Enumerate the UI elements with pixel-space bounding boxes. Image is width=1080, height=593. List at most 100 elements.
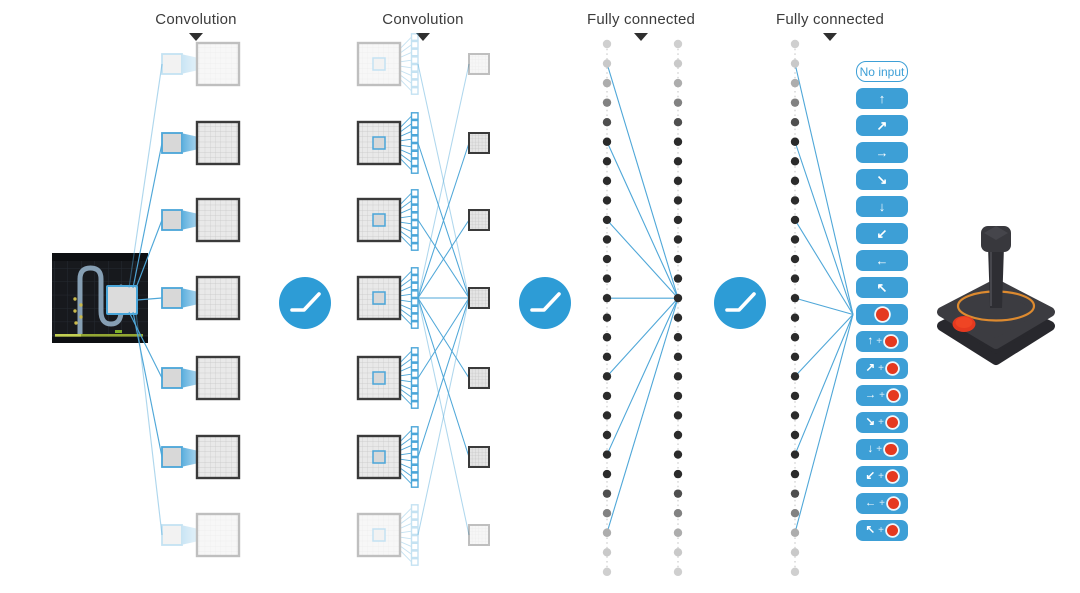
conv2-output-unit	[410, 158, 419, 167]
fc-unit-node	[673, 293, 683, 303]
conv2-output-unit	[410, 456, 419, 465]
fc-unit-node	[673, 78, 683, 88]
connection-line	[128, 311, 163, 379]
direction-arrow-icon: ↙	[876, 226, 888, 241]
conv2-output-unit	[410, 71, 419, 80]
connection-line	[606, 63, 679, 299]
conv2-output-unit	[410, 393, 419, 402]
conv2-to-output-connections	[417, 63, 470, 536]
fc-unit-node	[790, 411, 800, 420]
plus-symbol: +	[879, 497, 885, 509]
conv2-output-unit	[410, 441, 419, 450]
pooled-output-square	[468, 209, 490, 231]
connection-line	[128, 63, 163, 289]
conv2-output-unit	[410, 282, 419, 291]
conv1-row	[161, 512, 241, 558]
fc-unit-node	[602, 235, 612, 244]
conv-patch	[161, 367, 183, 389]
fc-unit-node	[673, 528, 683, 537]
conv2-output-unit	[410, 79, 419, 88]
connection-line	[794, 297, 854, 316]
connection-line	[417, 297, 470, 536]
fc-unit-node	[673, 196, 683, 205]
conv2-feature-maps	[356, 33, 419, 566]
conv2-output-unit	[410, 204, 419, 213]
conv2-output-unit	[410, 165, 419, 174]
header-arrow-icon	[634, 33, 648, 41]
plus-symbol: +	[878, 470, 884, 482]
fc-unit-node	[602, 39, 612, 49]
fc-unit-node	[790, 509, 800, 518]
fire-button-icon	[885, 443, 897, 456]
fc-unit-node	[602, 118, 612, 127]
conv2-output-unit	[410, 189, 419, 198]
conv2-output-unit	[410, 550, 419, 559]
fc-unit-node	[673, 157, 683, 166]
action-button-move: ←	[856, 250, 908, 271]
fully-connected-layers	[602, 39, 854, 577]
action-button-move: ↙	[856, 223, 908, 244]
fc-unit-node	[790, 313, 800, 322]
conv2-output-unit	[410, 385, 419, 394]
conv2-row	[356, 267, 419, 329]
connection-line	[132, 142, 163, 289]
connection-line	[132, 311, 163, 458]
header-arrow-icon	[823, 33, 837, 41]
fc-unit-node	[602, 489, 612, 498]
pooled-output-square	[468, 446, 490, 468]
relu-icon	[714, 277, 766, 329]
connection-line	[606, 297, 679, 455]
conv2-output-unit	[410, 33, 419, 41]
fc-unit-node	[673, 548, 683, 557]
conv1-row	[161, 434, 241, 480]
direction-arrow-icon: ↗	[865, 361, 876, 374]
conv2-output-unit	[410, 433, 419, 442]
conv2-output-unit	[410, 150, 419, 159]
fc-unit-node	[673, 333, 683, 342]
fc-unit-node	[602, 274, 612, 283]
connection-line	[135, 219, 163, 289]
conv-patch	[161, 446, 183, 468]
input-patch	[106, 285, 138, 315]
fc-unit-node	[602, 59, 612, 68]
fc-unit-node	[790, 176, 800, 186]
fc-unit-node	[673, 450, 683, 459]
conv-patch	[161, 287, 183, 309]
direction-arrow-icon: ↖	[865, 523, 876, 536]
fc-unit-node	[602, 333, 612, 342]
fire-button-icon	[887, 389, 900, 402]
fc-unit-node	[673, 274, 683, 283]
fc-unit-node	[673, 137, 683, 146]
fc-unit-node	[673, 509, 683, 518]
direction-arrow-icon: ↗	[876, 118, 888, 133]
conv-patch	[372, 57, 386, 71]
header-arrow-icon	[189, 33, 203, 41]
fc-unit-node	[790, 118, 800, 127]
direction-arrow-icon: ↑	[867, 334, 874, 347]
conv2-row	[356, 189, 419, 251]
connection-line	[606, 219, 679, 299]
conv2-output-unit	[410, 362, 419, 371]
conv2-output-unit	[410, 135, 419, 144]
conv2-output-unit	[410, 504, 419, 512]
plus-symbol: +	[878, 416, 884, 428]
layer-header-convolution-2: Convolution	[382, 11, 464, 28]
header-arrow-icon	[416, 33, 430, 41]
conv2-output-unit	[410, 227, 419, 236]
connection-line	[606, 141, 679, 299]
direction-arrow-icon: ↘	[876, 172, 888, 187]
conv2-output-unit	[410, 40, 419, 49]
direction-arrow-icon: ←	[864, 496, 877, 509]
conv-patch	[372, 291, 386, 305]
conv2-output-unit	[410, 534, 419, 543]
joystick-illustration	[937, 226, 1055, 365]
fc-unit-node	[790, 39, 800, 49]
direction-arrow-icon: →	[875, 145, 889, 160]
fc-unit-node	[790, 254, 800, 264]
input-to-conv1-connections	[128, 63, 163, 536]
action-button-no-input: No input	[856, 61, 908, 82]
fc-unit-node	[602, 567, 612, 577]
action-button-move-and-fire: ↓+	[856, 439, 908, 460]
conv2-output-unit	[410, 377, 419, 386]
conv2-row	[356, 112, 419, 174]
